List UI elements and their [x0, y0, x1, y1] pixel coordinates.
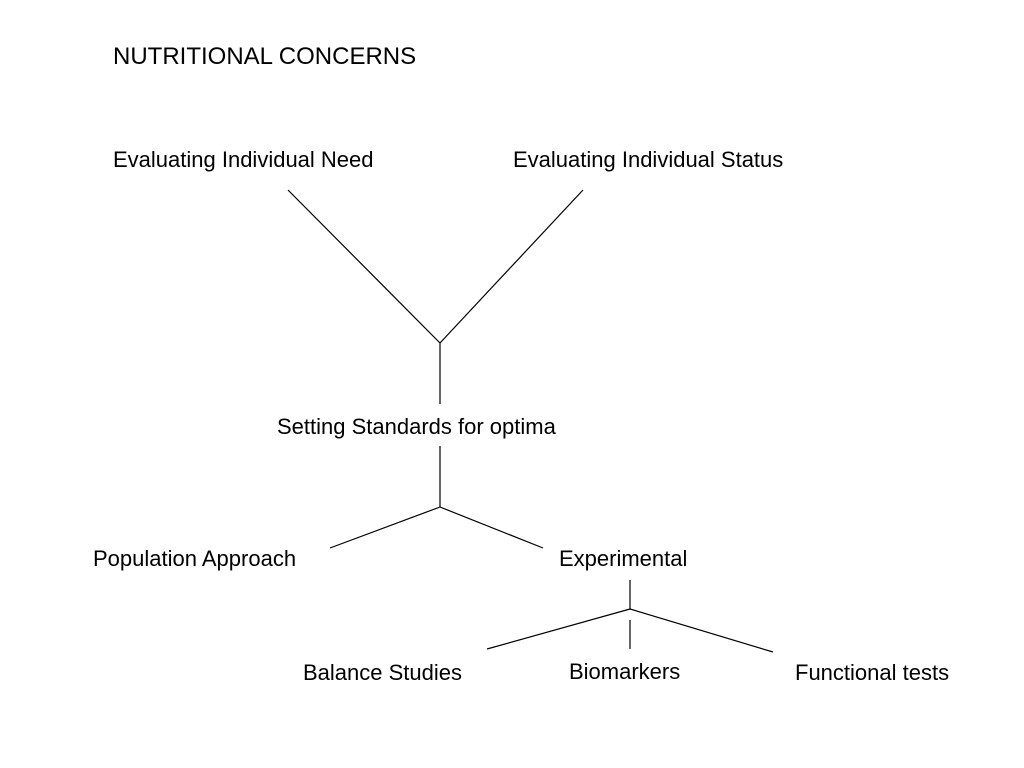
node-balance-studies: Balance Studies	[303, 660, 462, 685]
edge-need-to-junction	[287, 189, 441, 344]
node-setting-standards: Setting Standards for optima	[277, 414, 556, 439]
node-evaluating-individual-status: Evaluating Individual Status	[513, 147, 784, 172]
edge-status-to-junction	[439, 189, 584, 344]
diagram-title: NUTRITIONAL CONCERNS	[113, 43, 417, 70]
node-experimental: Experimental	[559, 546, 688, 571]
edge-junction-to-population	[329, 506, 441, 549]
edge-junction-to-experimental	[439, 506, 544, 549]
edge-junction-to-functional	[629, 608, 774, 653]
node-population-approach: Population Approach	[93, 546, 297, 571]
edge-junction-to-balance	[486, 608, 631, 650]
node-evaluating-individual-need: Evaluating Individual Need	[113, 147, 374, 172]
node-biomarkers: Biomarkers	[569, 659, 681, 684]
node-functional-tests: Functional tests	[795, 660, 950, 685]
